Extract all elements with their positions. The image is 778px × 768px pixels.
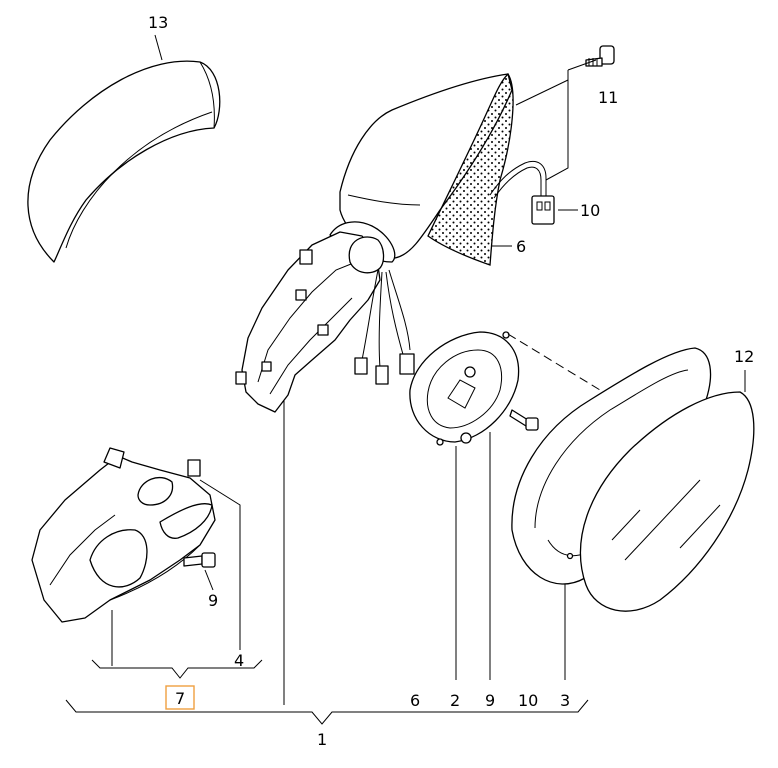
callout-labels: 13 11 10 6 12 9 4 7 6 2 9 10 3 1 — [148, 13, 754, 749]
highlight-box — [165, 685, 195, 710]
callout-6: 6 — [516, 237, 526, 256]
callout-10: 10 — [580, 201, 600, 220]
leader-lines — [111, 34, 746, 705]
group-brackets — [65, 659, 589, 725]
callout-11: 11 — [598, 88, 618, 107]
callout-13: 13 — [148, 13, 168, 32]
mirror-frame-part-3 — [511, 347, 712, 585]
bracket-label-9: 9 — [485, 691, 495, 710]
lower-housing-assembly — [31, 447, 216, 623]
callout-4: 4 — [234, 651, 244, 670]
bracket-label-10: 10 — [518, 691, 538, 710]
screw-part-9-upper — [509, 409, 539, 431]
callout-1: 1 — [317, 730, 327, 749]
screw-part-11 — [585, 45, 615, 67]
mirror-cap-part — [27, 60, 221, 263]
adjuster-motor-part-2 — [409, 331, 520, 446]
mirror-bracket-frame — [235, 231, 415, 413]
mirror-glass-part-12 — [579, 391, 755, 612]
screw-part-9-lower — [183, 552, 216, 568]
bracket-label-3: 3 — [560, 691, 570, 710]
connector-part-10 — [489, 160, 555, 225]
bracket-label-2: 2 — [450, 691, 460, 710]
bracket-label-6: 6 — [410, 691, 420, 710]
callout-7: 7 — [175, 689, 185, 708]
callout-12: 12 — [734, 347, 754, 366]
callout-9-lower: 9 — [208, 591, 218, 610]
dotted-gasket-part — [427, 72, 514, 266]
